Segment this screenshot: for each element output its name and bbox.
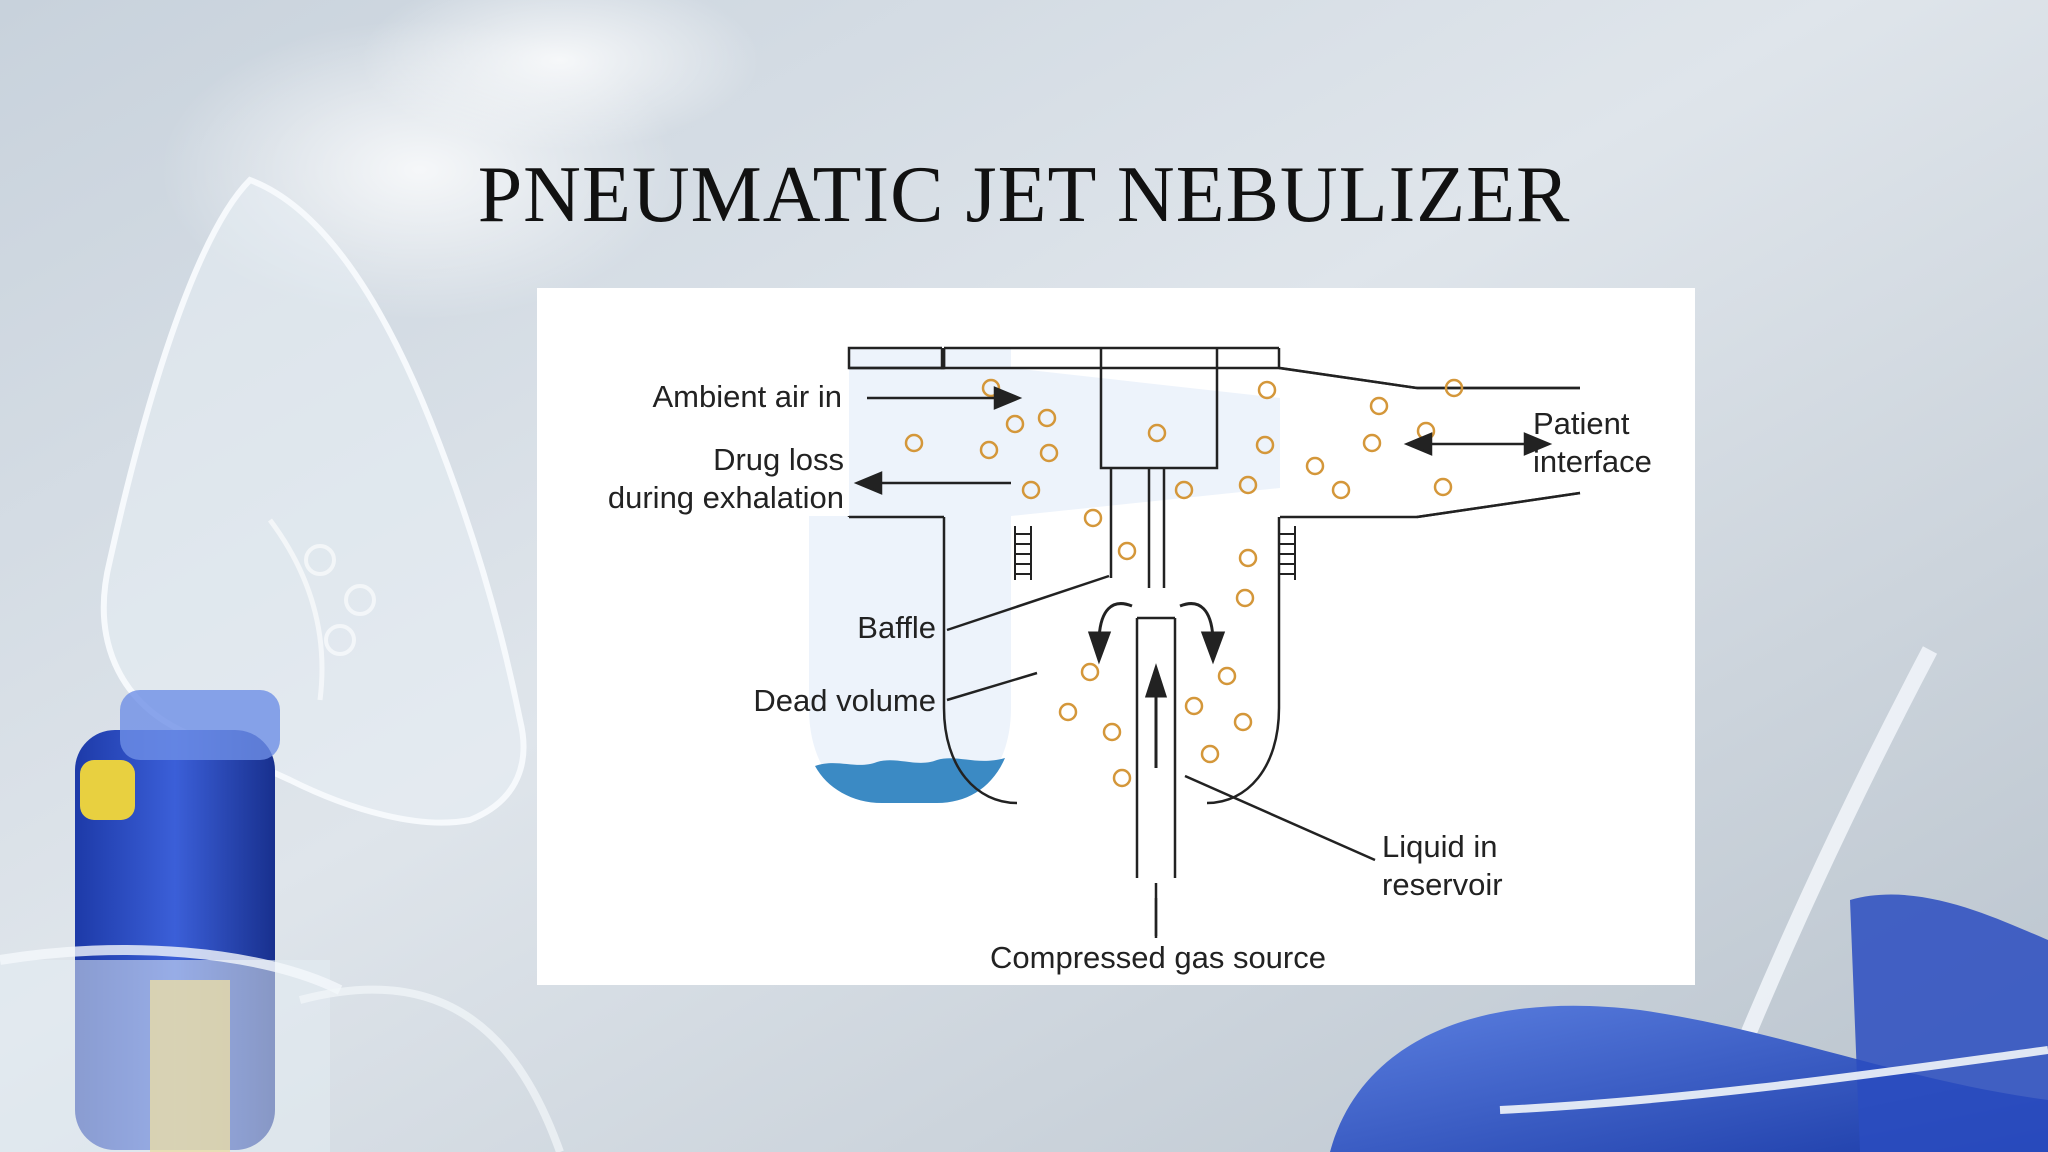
- label-compressed-gas-source: Compressed gas source: [990, 940, 1326, 975]
- label-patient-line2: interface: [1533, 444, 1652, 479]
- label-ambient-air-in: Ambient air in: [652, 379, 842, 414]
- flow-arrows: [1087, 602, 1226, 768]
- drug-loss-arrow: [853, 471, 1011, 495]
- ambient-air-arrow: [867, 386, 1023, 410]
- nebulizer-body: [809, 346, 1581, 938]
- patient-interface-arrow: [1403, 432, 1553, 456]
- aerosol-droplets: [904, 378, 1464, 788]
- label-patient-line1: Patient: [1533, 406, 1630, 441]
- label-drug-loss-line1: Drug loss: [713, 442, 844, 477]
- liquid-reservoir: [815, 758, 1005, 803]
- dead-volume-leader: [946, 671, 1038, 702]
- baffle-leader: [946, 574, 1110, 632]
- label-drug-loss-line2: during exhalation: [608, 480, 844, 515]
- label-dead-volume: Dead volume: [753, 683, 936, 718]
- slide-title: PNEUMATIC JET NEBULIZER: [477, 151, 1571, 239]
- label-baffle: Baffle: [857, 610, 936, 645]
- liquid-leader: [1184, 774, 1376, 862]
- label-liquid-line2: reservoir: [1382, 867, 1503, 902]
- label-liquid-line1: Liquid in: [1382, 829, 1497, 864]
- chamber-outline: [847, 348, 946, 517]
- nebulizer-diagram: Ambient air in Drug loss during exhalati…: [537, 288, 1695, 985]
